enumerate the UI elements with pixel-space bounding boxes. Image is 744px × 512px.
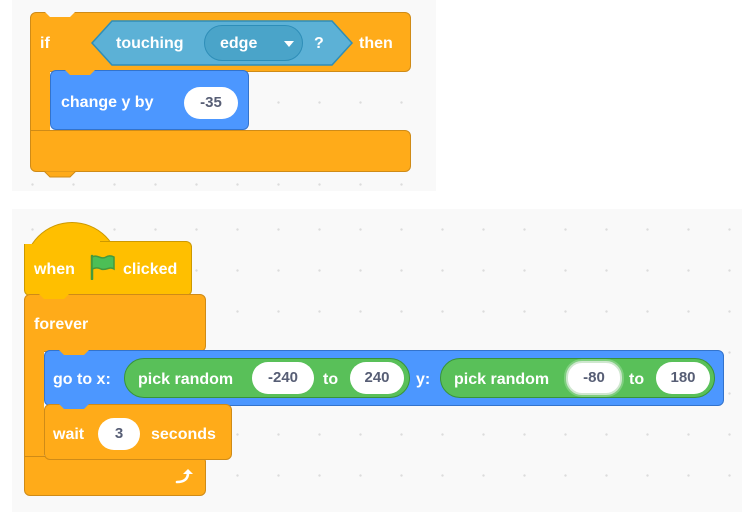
forever-header[interactable] [24,294,206,352]
if-label: if [40,35,50,52]
touching-menu-value: edge [220,35,258,52]
wait-notch [58,403,90,409]
pick-random-y-to-label: to [629,371,645,388]
then-label: then [359,35,393,52]
change-y-notch [64,69,96,75]
forever-footer[interactable] [24,456,206,496]
pick-random-x-from-input[interactable]: -240 [252,362,314,394]
change-y-label: change y by [61,94,154,111]
if-notch-top [44,11,76,17]
pick-random-y-to-input[interactable]: 180 [656,362,710,394]
wait-label: wait [53,426,85,443]
forever-notch-top [38,293,70,299]
forever-label: forever [34,316,89,333]
go-to-notch [58,349,90,355]
if-notch-bottom [44,171,77,178]
when-label: when [34,261,75,278]
chevron-down-icon [284,41,294,47]
forever-arm [24,346,44,460]
loop-arrow-icon [175,469,193,484]
seconds-label: seconds [151,426,216,443]
go-to-x-label: go to x: [53,371,111,388]
green-flag-icon [90,254,115,280]
wait-seconds-input[interactable]: 3 [98,418,140,450]
go-to-y-label: y: [416,371,431,388]
question-mark: ? [314,35,324,52]
clicked-label: clicked [123,261,178,278]
pick-random-x-to-label: to [323,371,339,388]
pick-random-x-label: pick random [138,371,234,388]
if-block-arm [30,66,50,140]
pick-random-y-from-input[interactable]: -80 [566,361,622,395]
touching-label: touching [116,35,184,52]
hat-body-top [100,241,192,255]
pick-random-x-to-input[interactable]: 240 [350,362,404,394]
pick-random-y-label: pick random [454,371,550,388]
change-y-input[interactable]: -35 [184,87,238,119]
if-block-footer[interactable] [30,130,411,172]
touching-menu-dropdown[interactable] [204,25,303,61]
